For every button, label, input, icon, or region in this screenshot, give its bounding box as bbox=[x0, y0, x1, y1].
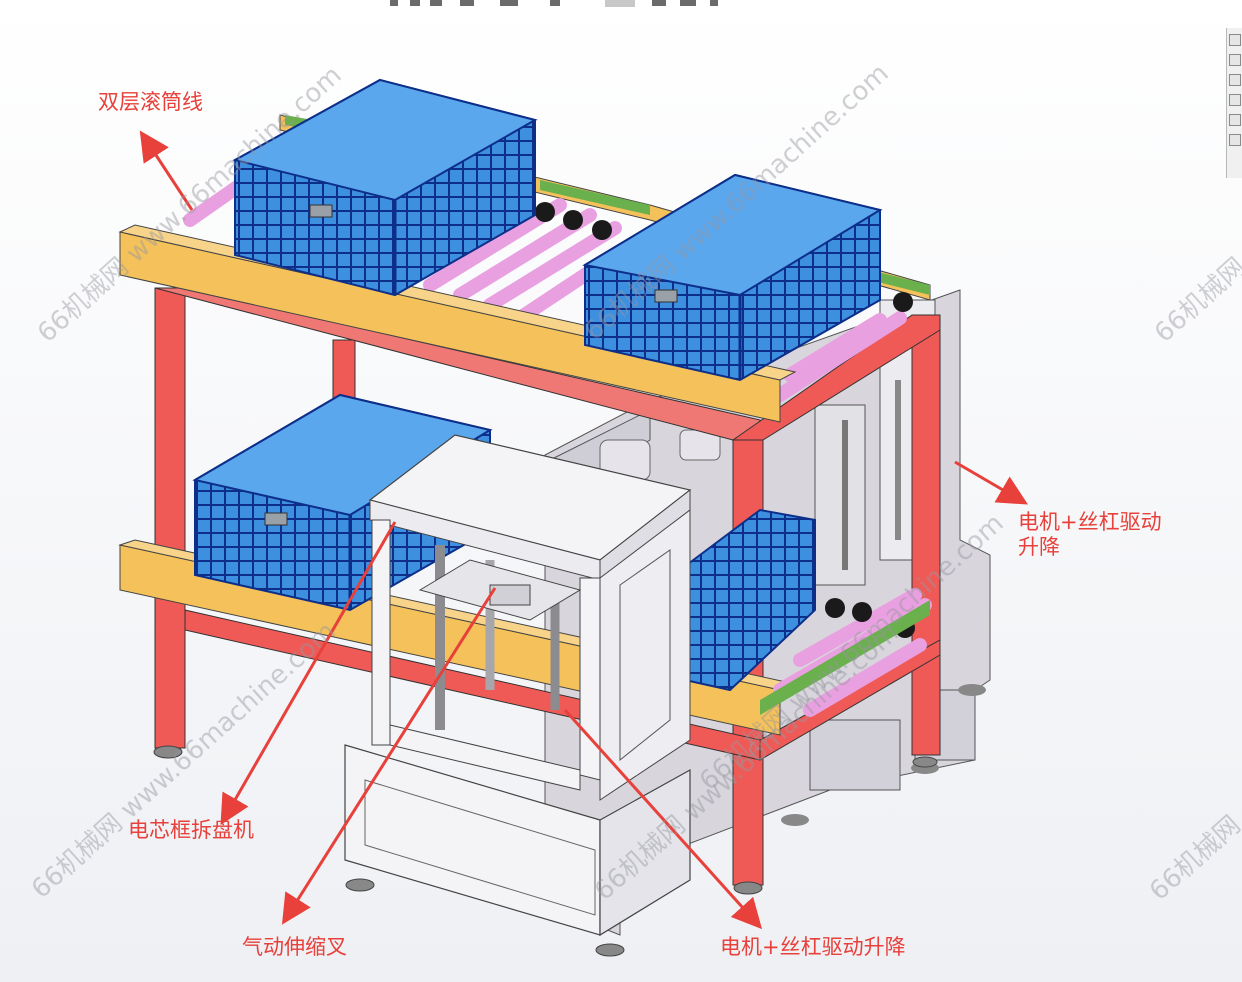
label-roller-line: 双层滚筒线 bbox=[98, 90, 203, 114]
label-motor-screw-right: 电机+丝杠驱动 升降 bbox=[1018, 510, 1162, 560]
label-frame-unstacker: 电芯框拆盘机 bbox=[128, 818, 254, 842]
callout-arrows bbox=[139, 130, 1028, 930]
arrow-frame-unstacker bbox=[220, 521, 397, 825]
arrow-pneumatic-fork bbox=[281, 587, 497, 925]
toolbar-icon[interactable] bbox=[500, 0, 518, 6]
arrow-motor-screw-right bbox=[954, 460, 1028, 505]
toolbar-icon[interactable] bbox=[390, 0, 398, 6]
toolbar-icon[interactable] bbox=[550, 0, 560, 6]
arrow-motor-screw-bottom bbox=[563, 708, 763, 930]
toolbar-icon[interactable] bbox=[430, 0, 442, 6]
view-icon[interactable] bbox=[1229, 34, 1241, 46]
view-icon[interactable] bbox=[1229, 54, 1241, 66]
side-toolbar bbox=[1226, 28, 1242, 178]
toolbar-icon[interactable] bbox=[460, 0, 474, 6]
arrow-roller-line bbox=[139, 130, 194, 211]
lower-crate-left bbox=[192, 393, 493, 612]
toolbar-icon[interactable] bbox=[680, 0, 696, 6]
frame-unstacker-machine bbox=[344, 434, 692, 957]
toolbar-icon[interactable] bbox=[652, 0, 666, 6]
toolbar-icon[interactable] bbox=[710, 0, 718, 6]
upper-crate-left bbox=[232, 78, 538, 297]
toolbar-icon[interactable] bbox=[410, 0, 420, 6]
toolbar-icon[interactable] bbox=[605, 0, 635, 7]
label-pneumatic-fork: 气动伸缩叉 bbox=[242, 935, 347, 959]
top-toolbar-strip bbox=[390, 0, 740, 8]
upper-crate-right bbox=[582, 173, 883, 382]
label-motor-screw-bottom: 电机+丝杠驱动升降 bbox=[720, 935, 906, 959]
view-icon[interactable] bbox=[1229, 74, 1241, 86]
view-icon[interactable] bbox=[1229, 114, 1241, 126]
view-icon[interactable] bbox=[1229, 134, 1241, 146]
view-icon[interactable] bbox=[1229, 94, 1241, 106]
